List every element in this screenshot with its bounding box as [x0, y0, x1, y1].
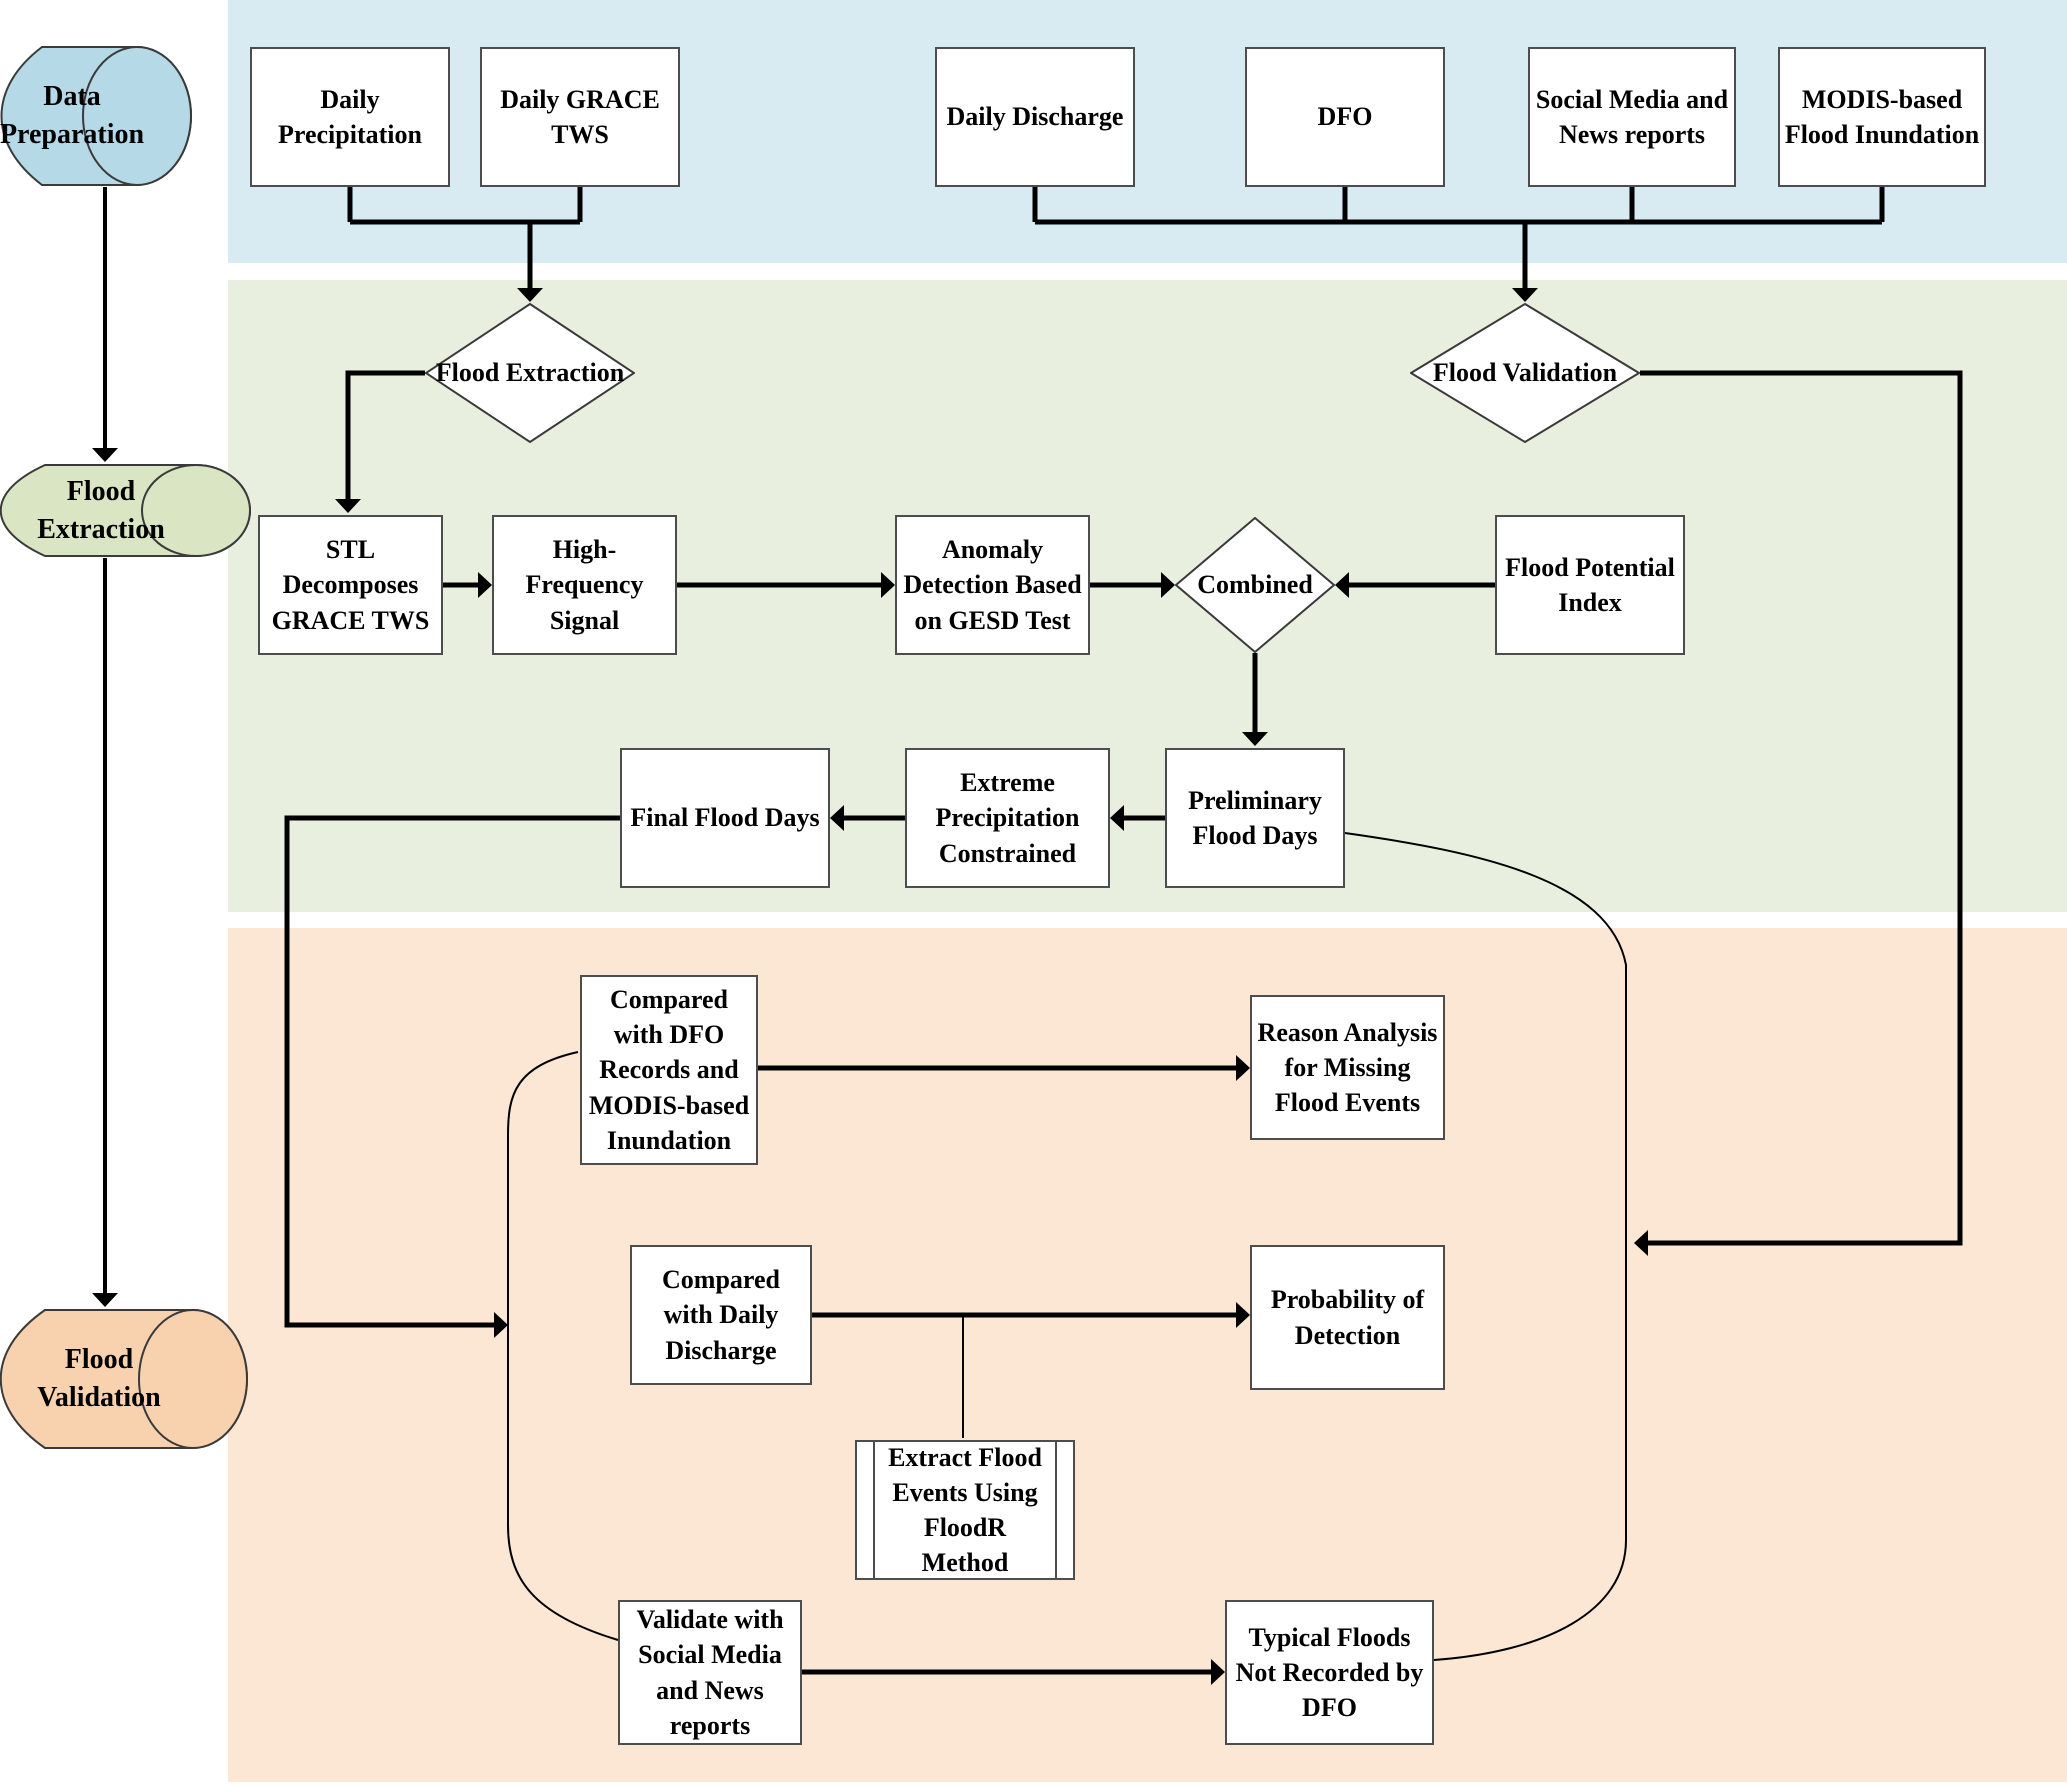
daily-precipitation-box: Daily Precipitation [250, 47, 450, 187]
flood-validation-decision-label: Flood Validation [1432, 358, 1618, 388]
extreme-precipitation-box: Extreme Precipitation Constrained [905, 748, 1110, 888]
flood-extraction-decision-label: Flood Extraction [435, 358, 625, 388]
compared-daily-discharge-box: Compared with Daily Discharge [630, 1245, 812, 1385]
social-media-news-box: Social Media and News reports [1528, 47, 1736, 187]
modis-flood-inundation-box: MODIS-based Flood Inundation [1778, 47, 1986, 187]
stl-decomposes-box: STL Decomposes GRACE TWS [258, 515, 443, 655]
flood-validation-decision: Flood Validation [1410, 303, 1640, 443]
flood-extraction-label: Flood Extraction [37, 475, 165, 545]
typical-floods-box: Typical Floods Not Recorded by DFO [1225, 1600, 1434, 1745]
flood-validation-label: Flood Validation [37, 1344, 161, 1413]
data-preparation-cylinder: Data Preparation [0, 45, 192, 187]
reason-analysis-box: Reason Analysis for Missing Flood Events [1250, 995, 1445, 1140]
flood-extraction-cylinder: Flood Extraction [0, 463, 252, 558]
flood-extraction-decision: Flood Extraction [425, 303, 635, 443]
combined-decision: Combined [1175, 517, 1335, 653]
final-flood-days-box: Final Flood Days [620, 748, 830, 888]
high-frequency-signal-box: High-Frequency Signal [492, 515, 677, 655]
data-preparation-label: Data Preparation [0, 81, 145, 150]
floodr-method-box: Extract Flood Events Using FloodR Method [855, 1440, 1075, 1580]
flood-validation-cylinder: Flood Validation [0, 1308, 248, 1450]
compared-dfo-modis-box: Compared with DFO Records and MODIS-base… [580, 975, 758, 1165]
validate-social-media-box: Validate with Social Media and News repo… [618, 1600, 802, 1745]
daily-grace-tws-box: Daily GRACE TWS [480, 47, 680, 187]
dfo-box: DFO [1245, 47, 1445, 187]
preliminary-flood-days-box: Preliminary Flood Days [1165, 748, 1345, 888]
combined-decision-label: Combined [1197, 570, 1313, 600]
daily-discharge-box: Daily Discharge [935, 47, 1135, 187]
flood-potential-index-box: Flood Potential Index [1495, 515, 1685, 655]
anomaly-detection-box: Anomaly Detection Based on GESD Test [895, 515, 1090, 655]
probability-of-detection-box: Probability of Detection [1250, 1245, 1445, 1390]
